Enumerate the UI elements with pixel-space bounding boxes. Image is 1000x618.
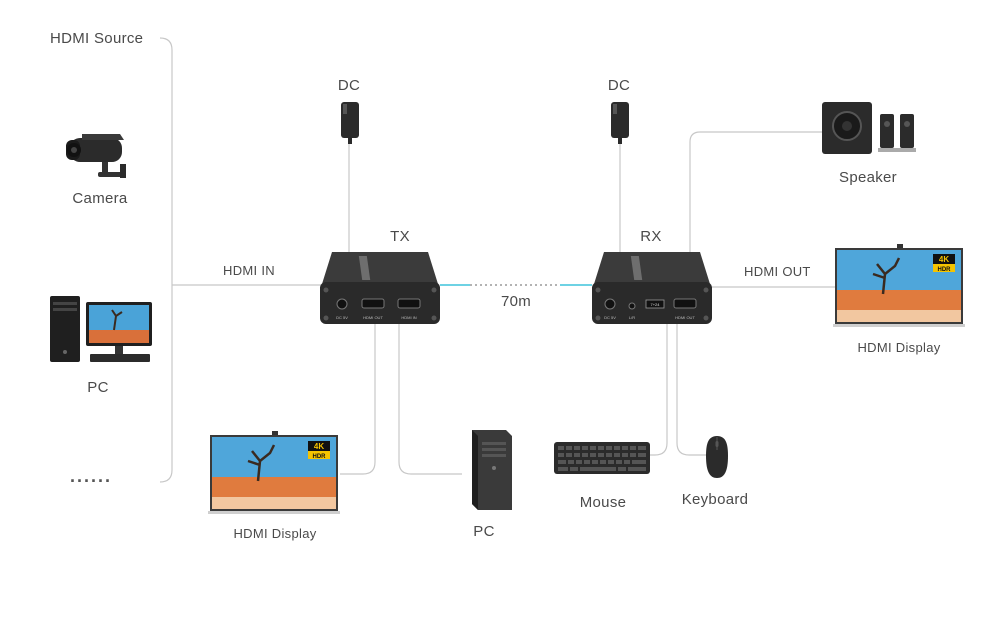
pc-left-icon	[50, 296, 152, 362]
source-bracket	[159, 37, 173, 483]
dc-adapter-tx-icon	[341, 102, 359, 144]
rx-port-hdmi-out: HDMI OUT	[675, 315, 695, 320]
dc-adapter-rx-icon	[611, 102, 629, 144]
rx-port-dc: DC 5V	[604, 315, 616, 320]
rx-label: RX	[640, 228, 662, 245]
pc-bottom-icon	[472, 430, 512, 510]
pc-left-label: PC	[87, 379, 109, 396]
rx-mouse-line	[676, 322, 706, 456]
rx-extender-unit: DC 5V L/R 7+24 HDMI OUT	[592, 252, 712, 324]
hdmi-display-left-icon: 4K HDR	[208, 431, 340, 514]
speaker-line	[689, 131, 822, 255]
hdmi-in-label: HDMI IN	[223, 263, 275, 278]
rx-port-lr: L/R	[629, 315, 635, 320]
speaker-label: Speaker	[839, 169, 897, 186]
hdmi-display-left-label: HDMI Display	[233, 526, 317, 541]
display-right-badge-4k: 4K	[939, 255, 949, 264]
tx-port-hdmi-out: HDMI OUT	[363, 315, 383, 320]
speaker-icon	[822, 102, 916, 154]
mouse-label: Mouse	[579, 494, 627, 511]
keyboard-label: Keyboard	[681, 491, 749, 508]
display-left-badge-4k: 4K	[314, 442, 324, 451]
camera-icon	[66, 134, 126, 178]
hdmi-source-label: HDMI Source	[50, 30, 144, 47]
more-sources-ellipsis: ......	[70, 466, 113, 486]
display-right-badge-hdr: HDR	[938, 267, 952, 273]
tx-display-line	[340, 322, 376, 475]
dc-rx-label: DC	[607, 77, 631, 94]
tx-extender-unit: DC 5V HDMI OUT HDMI IN	[320, 252, 440, 324]
display-left-badge-hdr: HDR	[313, 454, 327, 460]
pc-bottom-label: PC	[473, 523, 495, 540]
tx-pc-line	[398, 322, 462, 475]
rx-port-7plus24: 7+24	[650, 302, 660, 307]
distance-label: 70m	[500, 293, 532, 310]
tx-port-hdmi-in: HDMI IN	[401, 315, 416, 320]
hdmi-display-right-icon: 4K HDR	[833, 244, 965, 327]
hdmi-out-label: HDMI OUT	[744, 264, 811, 279]
tx-label: TX	[390, 228, 410, 245]
hdmi-display-right-label: HDMI Display	[857, 340, 941, 355]
rx-keyboard-line	[650, 322, 668, 456]
keyboard-icon	[554, 442, 650, 474]
dc-tx-label: DC	[337, 77, 361, 94]
mouse-icon	[706, 436, 728, 478]
tx-port-dc: DC 5V	[336, 315, 348, 320]
camera-label: Camera	[72, 190, 128, 207]
